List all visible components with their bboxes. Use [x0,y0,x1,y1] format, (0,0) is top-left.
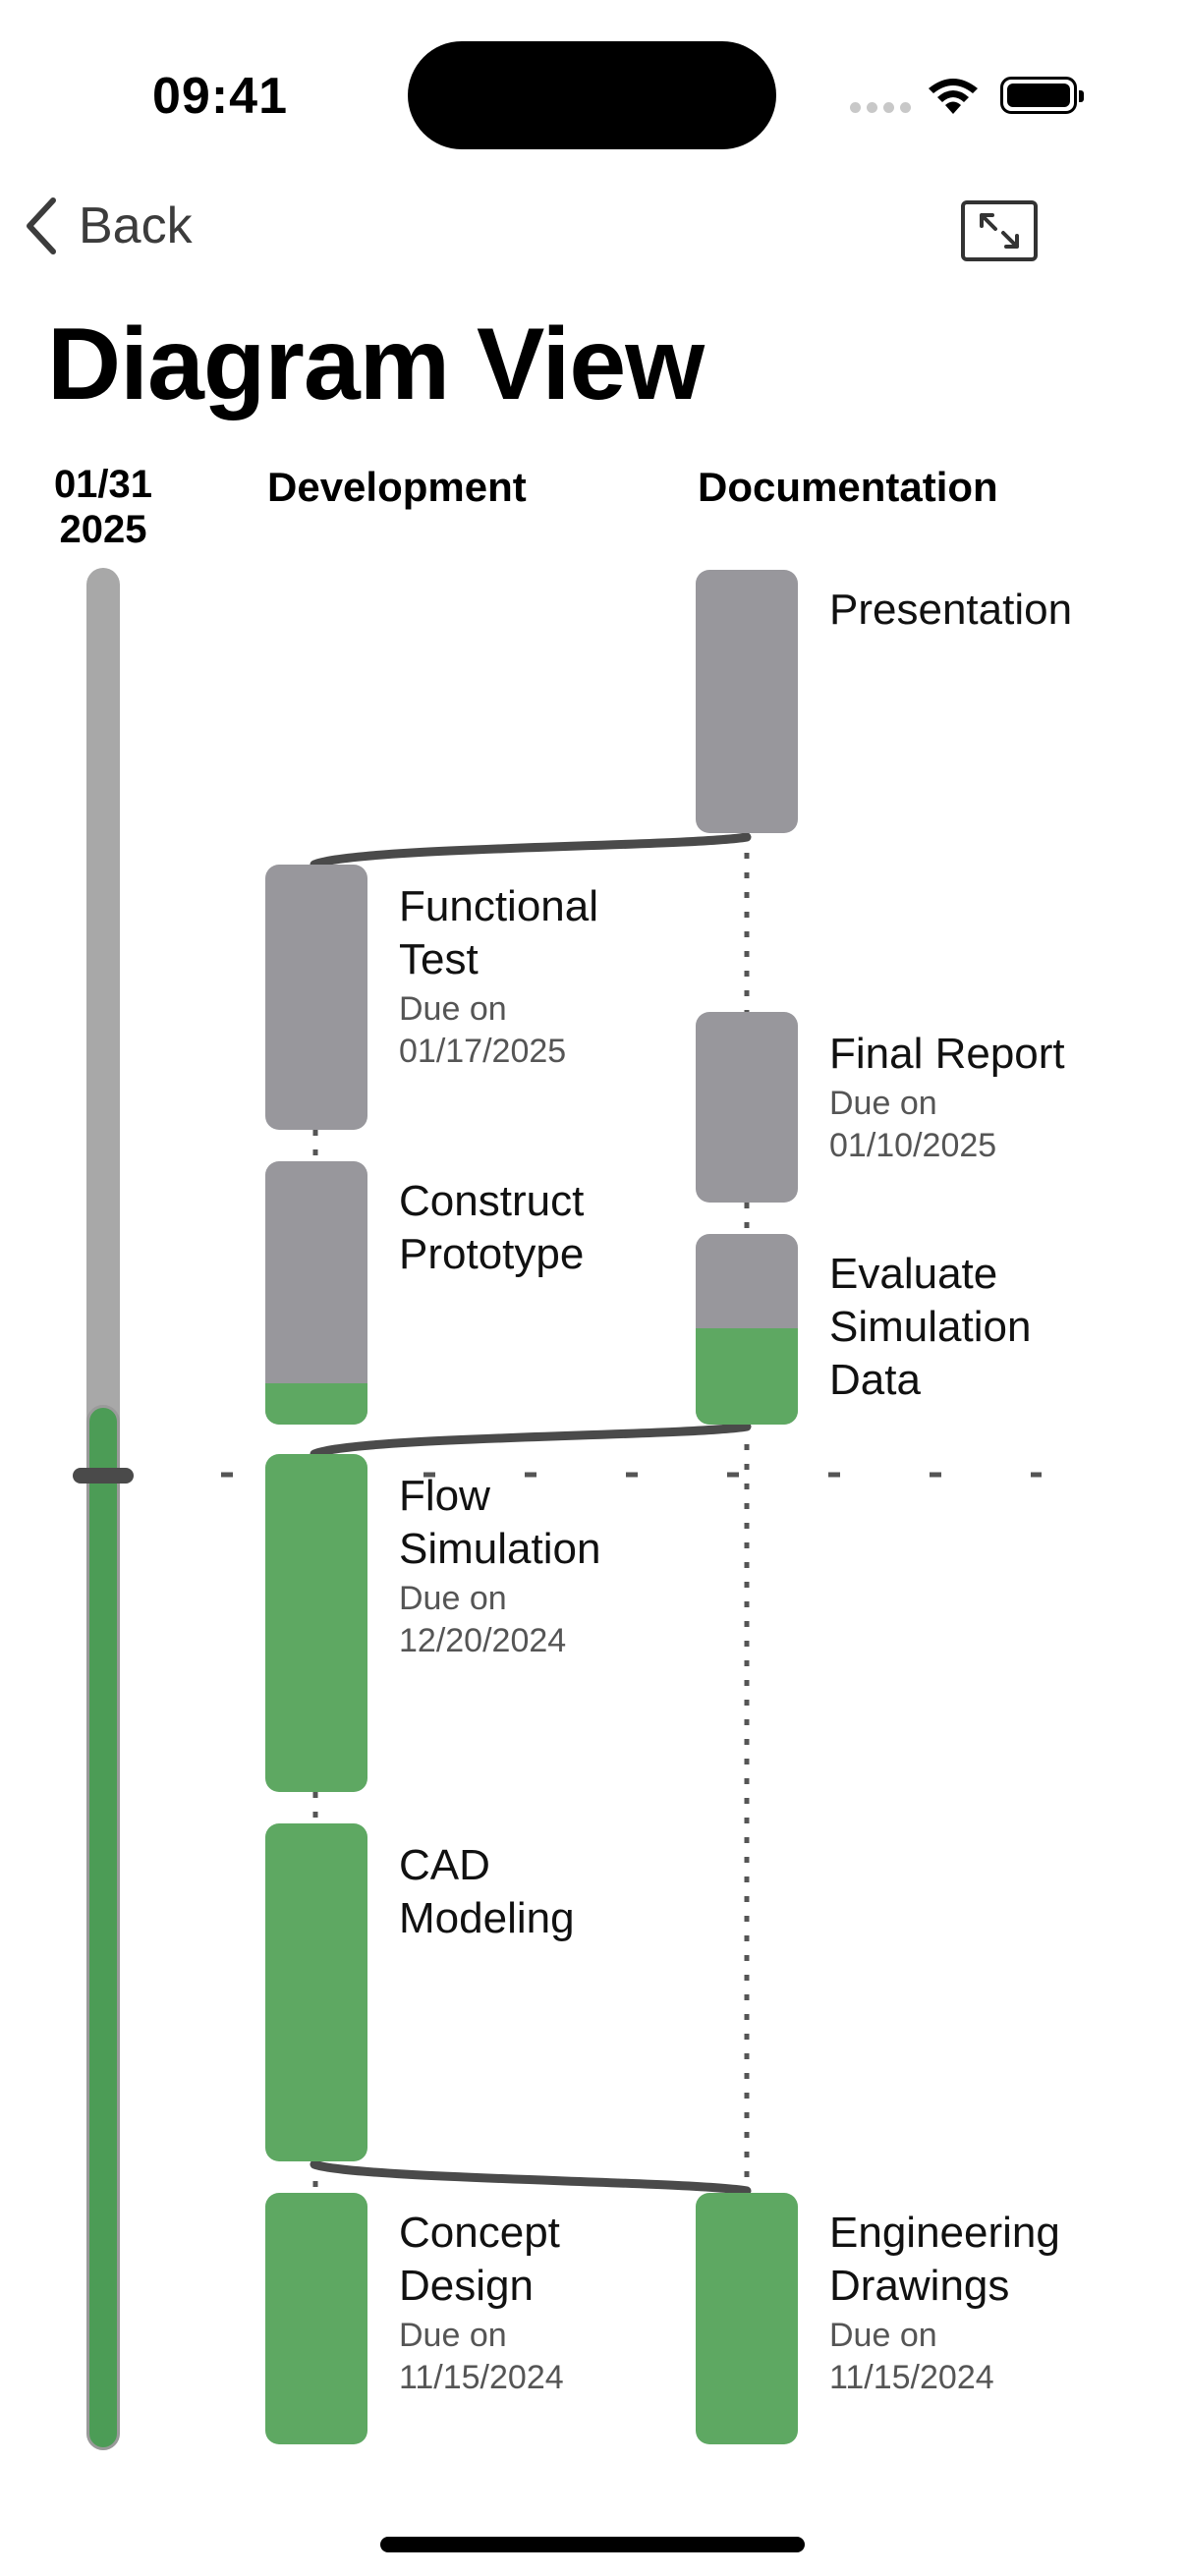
task-name: Presentation [829,586,1073,634]
task-presentation-label: Presentation [829,584,1072,637]
signal-dots-icon [850,102,911,113]
task-concept-design[interactable] [265,2193,367,2444]
timeline-date: 01/31 2025 [39,462,167,552]
task-functional-test[interactable] [265,865,367,1130]
back-button[interactable]: Back [22,196,193,255]
page-title: Diagram View [47,308,705,421]
task-progress-fill [265,1383,367,1425]
back-label: Back [79,197,193,254]
task-progress-fill [696,1328,798,1425]
battery-icon [1000,77,1084,114]
status-time: 09:41 [152,68,288,125]
wifi-icon [929,79,978,114]
task-construct-prototype[interactable] [265,1161,367,1425]
column-header-development: Development [267,464,527,510]
task-evaluate-simulation-data[interactable] [696,1234,798,1425]
task-engineering-drawings[interactable] [696,2193,798,2444]
today-marker[interactable] [73,1468,134,1484]
dynamic-island [408,41,776,149]
chevron-left-icon [27,197,56,254]
timeline-track [86,568,120,2450]
timeline-date-day: 01/31 [53,463,153,506]
task-presentation[interactable] [696,570,798,833]
expand-button[interactable] [961,200,1038,261]
home-indicator[interactable] [380,2537,805,2552]
task-name: Final Report [829,1030,1065,1078]
timeline-date-year: 2025 [59,508,147,551]
task-flow-simulation[interactable] [265,1454,367,1792]
timeline-progress [86,1405,120,2450]
column-header-documentation: Documentation [698,464,998,510]
task-final-report[interactable] [696,1012,798,1203]
expand-icon [980,213,1019,249]
task-cad-modeling[interactable] [265,1823,367,2161]
